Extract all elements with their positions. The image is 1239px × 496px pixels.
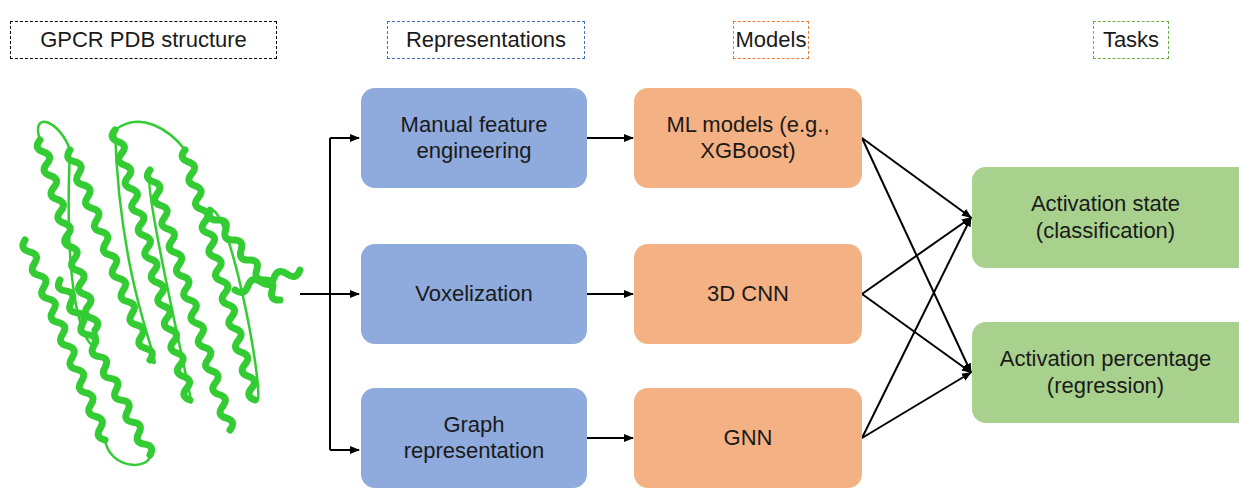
node-label: Representations <box>406 27 566 53</box>
model-box: ML models (e.g., XGBoost) <box>634 88 862 188</box>
header-box: Models <box>733 21 809 59</box>
node-label: Tasks <box>1103 27 1159 53</box>
arrow-connector <box>862 294 971 373</box>
split-connector <box>300 138 359 450</box>
loop <box>69 150 98 346</box>
task-box: Activation state (classification) <box>972 167 1239 268</box>
model-box: 3D CNN <box>634 244 862 344</box>
representation-box: Manual feature engineering <box>361 88 587 188</box>
header-box: Representations <box>387 21 585 59</box>
node-label: ML models (e.g., XGBoost) <box>644 112 852 165</box>
node-label: Models <box>736 27 807 53</box>
loop <box>115 130 155 363</box>
representation-box: Graph representation <box>361 388 587 488</box>
node-label: Graph representation <box>371 412 577 465</box>
node-label: GNN <box>724 425 773 451</box>
loop <box>105 440 150 465</box>
loop <box>115 122 185 150</box>
header-box: GPCR PDB structure <box>10 21 277 59</box>
model-box: GNN <box>634 388 862 488</box>
arrow-connector <box>587 293 633 295</box>
gpcr-cartoon <box>23 122 300 465</box>
node-label: Activation percentage (regression) <box>982 346 1229 399</box>
node-label: Voxelization <box>415 281 532 307</box>
node-label: Manual feature engineering <box>371 112 577 165</box>
helix <box>182 150 255 400</box>
arrow-connector <box>862 218 971 295</box>
node-label: GPCR PDB structure <box>40 27 247 53</box>
loop <box>210 210 258 402</box>
arrow-connector <box>862 373 971 439</box>
node-label: 3D CNN <box>707 281 789 307</box>
node-label: Activation state (classification) <box>982 191 1229 244</box>
header-box: Tasks <box>1093 21 1169 59</box>
task-box: Activation percentage (regression) <box>972 322 1239 423</box>
helix <box>235 270 300 293</box>
arrow-connector <box>587 437 633 439</box>
arrow-connector <box>862 218 971 439</box>
arrow-connector <box>862 138 971 218</box>
representation-box: Voxelization <box>361 244 587 344</box>
arrow-connector <box>862 138 971 373</box>
arrow-connector <box>587 137 633 139</box>
helix <box>58 280 151 455</box>
loop <box>38 122 70 150</box>
loop <box>149 170 191 402</box>
